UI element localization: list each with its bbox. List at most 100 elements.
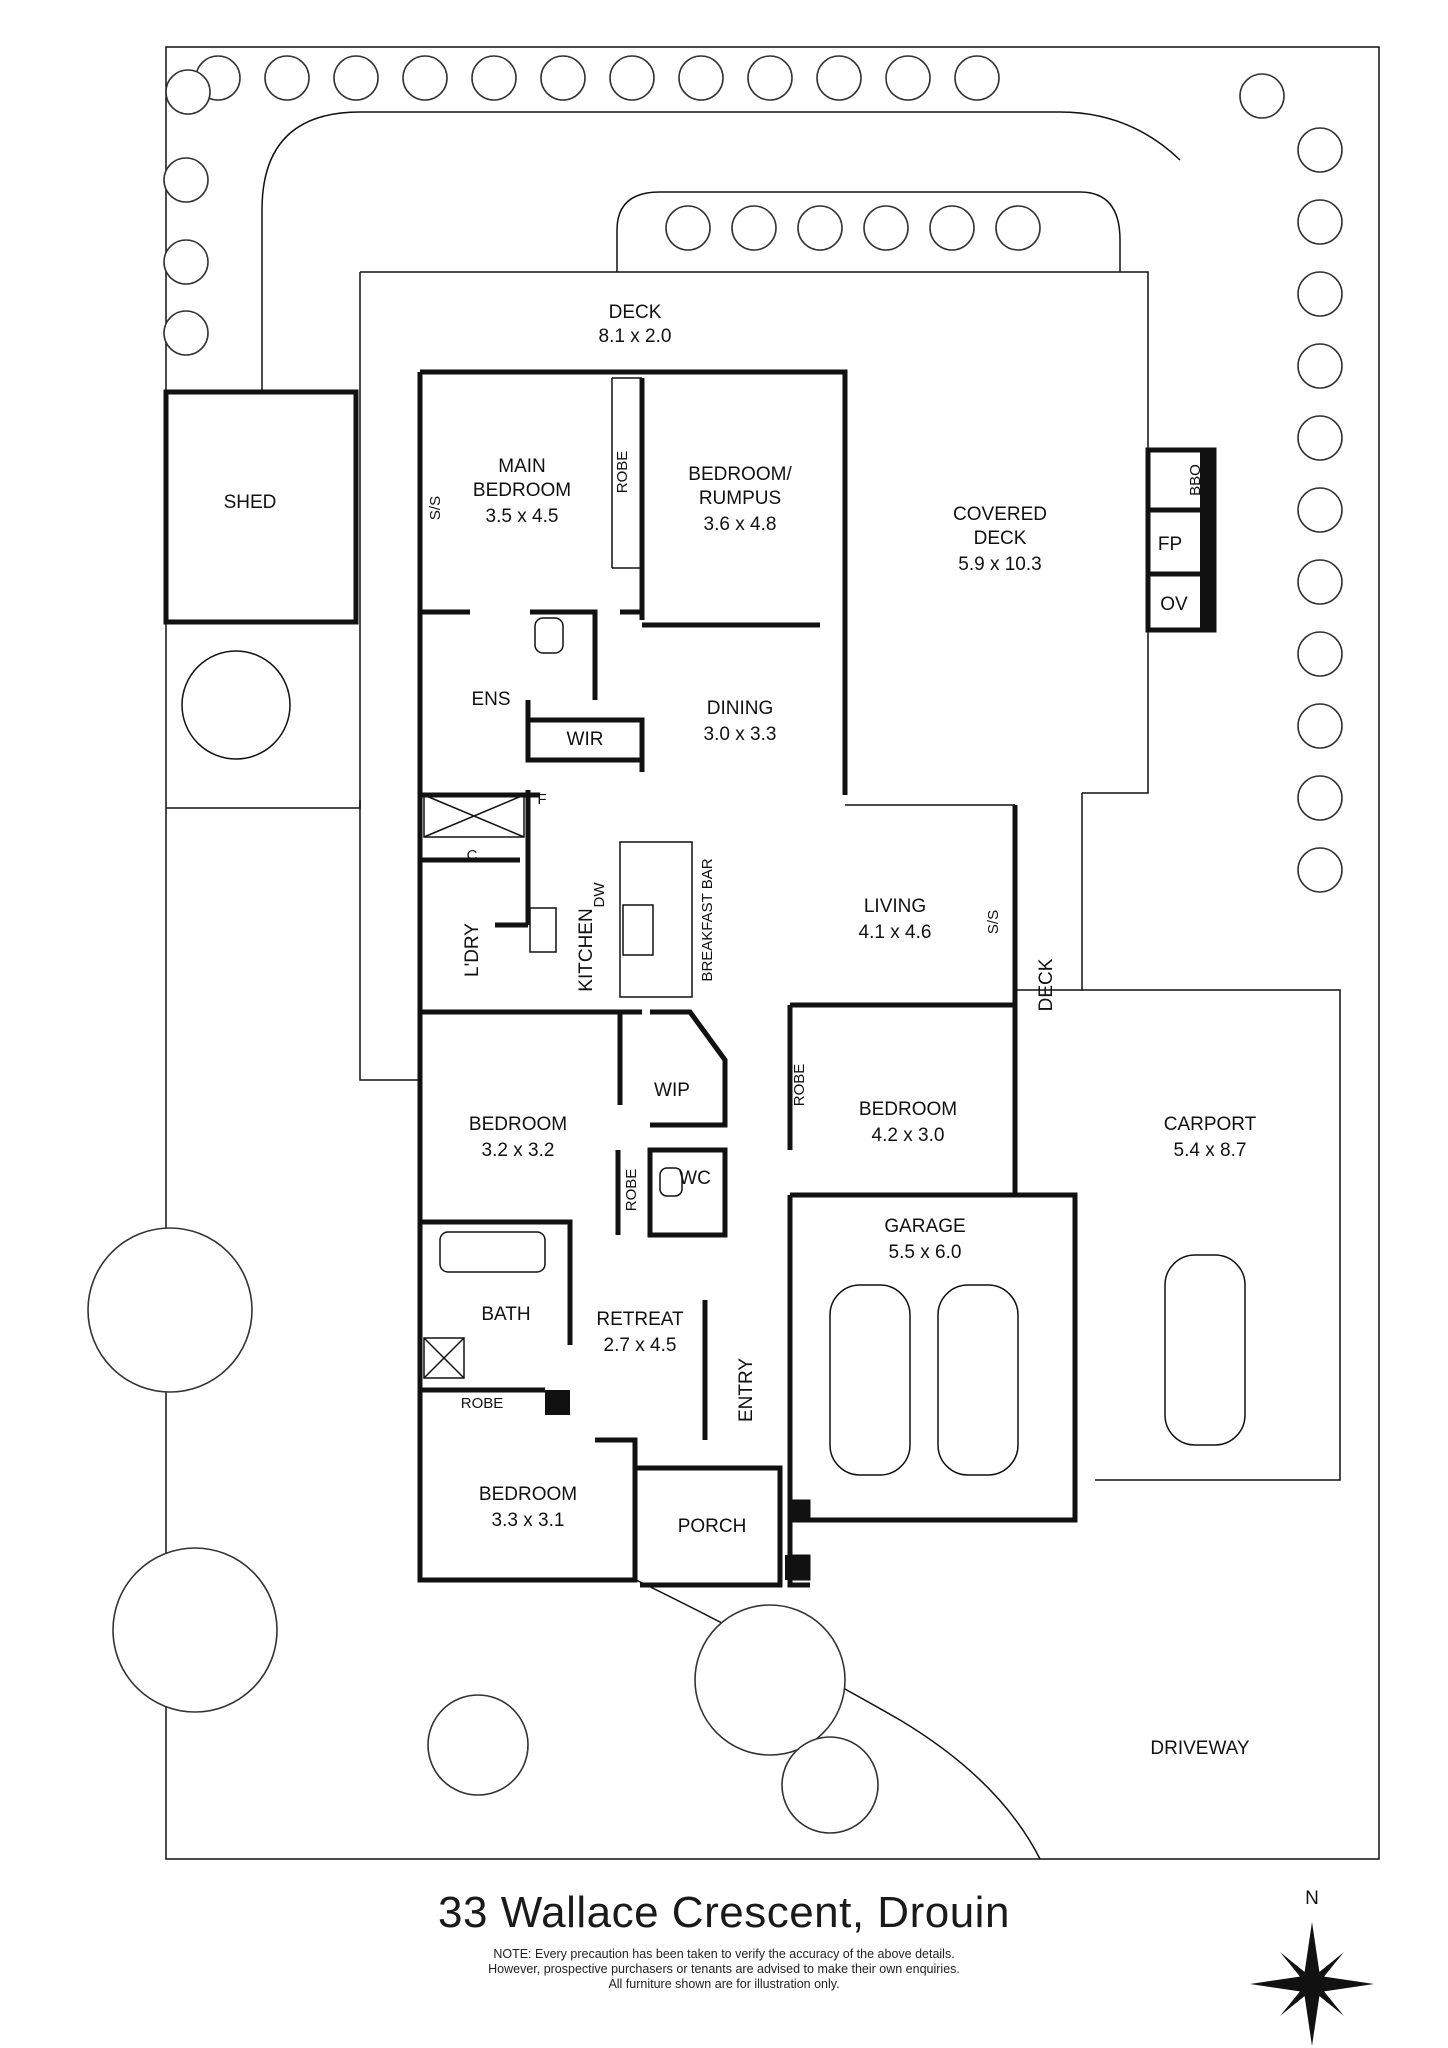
room-dining-size: 3.0 x 3.3 (704, 724, 777, 745)
hedge-tree (1297, 631, 1343, 677)
room-bedroom-3-size: 4.2 x 3.0 (872, 1125, 945, 1146)
large-trees (87, 1227, 879, 1834)
hedge-tree (678, 55, 724, 101)
room-bedroom-rumpus-line1: BEDROOM/ (688, 464, 792, 485)
driveway-edge (631, 1577, 1041, 1860)
shower-ens (423, 794, 525, 838)
room-robe-bed4: ROBE (461, 1395, 504, 1412)
hedge-tree (540, 55, 586, 101)
label-cupboard: C (467, 847, 478, 864)
label-fp: FP (1158, 534, 1182, 555)
room-bedroom-2-size: 3.2 x 3.2 (482, 1140, 555, 1161)
hedge-tree (165, 69, 211, 115)
room-bedroom-4: BEDROOM (479, 1484, 577, 1505)
room-robe-wc: ROBE (623, 1169, 640, 1212)
note-line-2: However, prospective purchasers or tenan… (488, 1962, 960, 1976)
hedge-tree (929, 205, 975, 251)
room-covered-deck-line1: COVERED (953, 504, 1047, 525)
room-wir: WIR (567, 729, 604, 750)
hedge-tree (1297, 703, 1343, 749)
room-ens: ENS (471, 689, 510, 710)
label-ss-main: S/S (427, 496, 444, 520)
room-retreat: RETREAT (596, 1309, 684, 1330)
hedge-tree (471, 55, 517, 101)
room-main-bedroom-line1: MAIN (498, 456, 546, 477)
cooktop (529, 907, 557, 953)
garden-path-inner (616, 191, 1121, 272)
room-robe-main: ROBE (614, 451, 631, 494)
compass-north-label: N (1305, 1888, 1319, 1909)
room-bedroom-rumpus-line2: RUMPUS (699, 488, 781, 509)
note-line-1: NOTE: Every precaution has been taken to… (493, 1947, 955, 1961)
hedge-tree (163, 157, 209, 203)
hedge-tree (816, 55, 862, 101)
hedge-tree (1297, 487, 1343, 533)
room-wip: WIP (654, 1080, 690, 1101)
hedge-tree (1297, 343, 1343, 389)
room-main-bedroom-line2: BEDROOM (473, 480, 571, 501)
room-carport: CARPORT (1164, 1114, 1257, 1135)
kitchen-sink (622, 904, 654, 956)
toilet-ens (534, 617, 564, 654)
room-retreat-size: 2.7 x 4.5 (604, 1335, 677, 1356)
garden-edge-left (166, 800, 361, 809)
room-laundry: L'DRY (462, 923, 483, 977)
hedge-tree (264, 55, 310, 101)
disclaimer-note: NOTE: Every precaution has been taken to… (0, 1947, 1448, 1992)
hedge-tree (731, 205, 777, 251)
cars (829, 1254, 1246, 1476)
room-garage-size: 5.5 x 6.0 (889, 1242, 962, 1263)
room-deck-top: DECK (609, 302, 662, 323)
room-deck-top-size: 8.1 x 2.0 (599, 326, 672, 347)
room-deck-side: DECK (1036, 958, 1057, 1011)
carport-outline (1082, 989, 1341, 1481)
label-breakfast-bar: BREAKFAST BAR (699, 858, 716, 981)
toilet-wc (659, 1167, 683, 1197)
bathtub (439, 1231, 546, 1273)
water-tank (181, 650, 291, 760)
hedge-tree (954, 55, 1000, 101)
room-bedroom-2: BEDROOM (469, 1114, 567, 1135)
room-entry: ENTRY (736, 1358, 757, 1422)
label-driveway: DRIVEWAY (1150, 1738, 1250, 1759)
hedge-tree (333, 55, 379, 101)
room-main-bedroom-size: 3.5 x 4.5 (486, 506, 559, 527)
house-walls (417, 369, 1217, 1588)
hedge-tree (1297, 127, 1343, 173)
hedge-tree (747, 55, 793, 101)
compass-rose (1250, 1922, 1374, 2046)
room-covered-deck-size: 5.9 x 10.3 (958, 554, 1041, 575)
hedge-trees (163, 55, 1343, 893)
room-bedroom-3: BEDROOM (859, 1099, 957, 1120)
room-living: LIVING (864, 896, 926, 917)
hedge-tree (863, 205, 909, 251)
label-bbq: BBQ (1187, 464, 1204, 496)
room-covered-deck-line2: DECK (974, 528, 1027, 549)
hedge-tree (402, 55, 448, 101)
site-boundary (165, 46, 1380, 1860)
breakfast-bar-island (619, 841, 693, 998)
hedge-tree (609, 55, 655, 101)
room-carport-size: 5.4 x 8.7 (1174, 1140, 1247, 1161)
hedge-tree (1297, 559, 1343, 605)
room-dining: DINING (707, 698, 774, 719)
note-line-3: All furniture shown are for illustration… (608, 1977, 840, 1991)
room-garage: GARAGE (884, 1216, 965, 1237)
label-ov: OV (1160, 594, 1188, 615)
property-address: 33 Wallace Crescent, Drouin (438, 1888, 1010, 1937)
room-bedroom-4-size: 3.3 x 3.1 (492, 1510, 565, 1531)
garden-path-top (261, 111, 1181, 390)
hedge-tree (1297, 271, 1343, 317)
hedge-tree (1297, 199, 1343, 245)
hedge-tree (163, 310, 209, 356)
hedge-tree (1297, 775, 1343, 821)
room-living-size: 4.1 x 4.6 (859, 922, 932, 943)
room-shed: SHED (224, 492, 277, 513)
hedge-tree (665, 205, 711, 251)
deck-outline-left (359, 272, 420, 1081)
room-porch: PORCH (678, 1516, 747, 1537)
hedge-tree (885, 55, 931, 101)
hedge-tree (995, 205, 1041, 251)
room-bath: BATH (481, 1304, 530, 1325)
